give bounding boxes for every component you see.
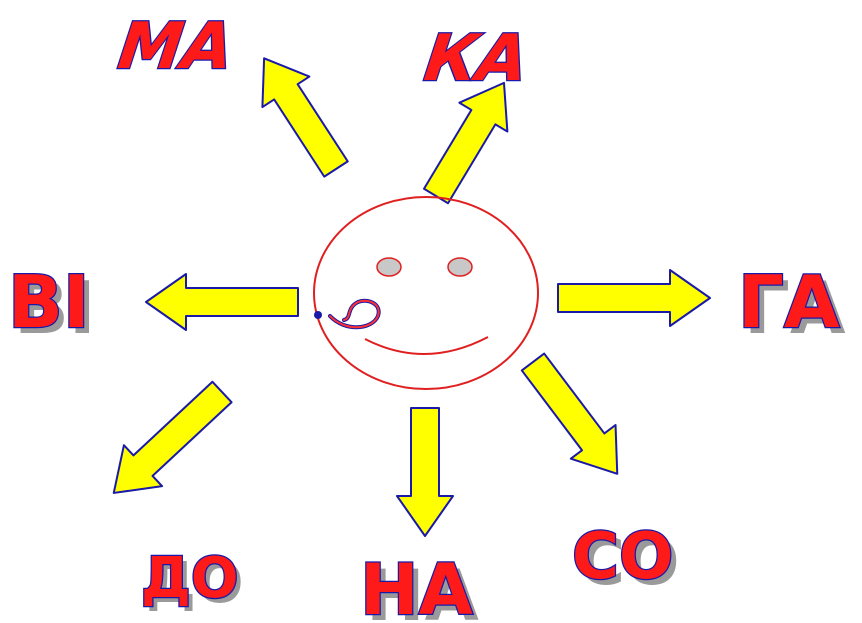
arrow-down	[396, 407, 454, 537]
svg-text:ГА: ГА	[738, 260, 840, 344]
right-eye-icon	[447, 257, 473, 277]
smiley-face	[313, 196, 539, 390]
word-na: НА НА	[359, 548, 479, 623]
svg-text:НА: НА	[366, 555, 479, 623]
left-eye-icon	[376, 257, 402, 277]
svg-text:НА: НА	[360, 549, 473, 623]
svg-text:ВІ: ВІ	[8, 260, 90, 344]
word-ka: КА	[412, 20, 541, 97]
svg-text:ДО: ДО	[141, 546, 238, 611]
arrow-right	[557, 269, 711, 327]
word-do: ДО ДО	[140, 545, 244, 616]
arrow-down-left	[112, 380, 233, 494]
arrow-up-right	[422, 81, 509, 205]
mouth	[364, 336, 489, 355]
arrow-up-left	[261, 57, 349, 178]
svg-text:СО: СО	[572, 520, 673, 594]
word-ma: МА	[106, 8, 246, 85]
word-ga: ГА ГА	[737, 259, 846, 350]
svg-text:ВІ: ВІ	[14, 266, 96, 350]
word-vi: ВІ ВІ	[7, 259, 96, 350]
question-mark-icon	[314, 298, 381, 330]
arrow-down-right	[520, 352, 619, 475]
svg-text:КА: КА	[413, 22, 539, 96]
svg-text:СО: СО	[578, 526, 679, 600]
word-so: СО СО	[571, 519, 680, 600]
svg-text:МА: МА	[107, 10, 244, 84]
face-outline	[313, 196, 539, 390]
svg-text:ГА: ГА	[744, 266, 846, 350]
arrow-left	[145, 273, 299, 331]
svg-text:ДО: ДО	[146, 551, 243, 616]
